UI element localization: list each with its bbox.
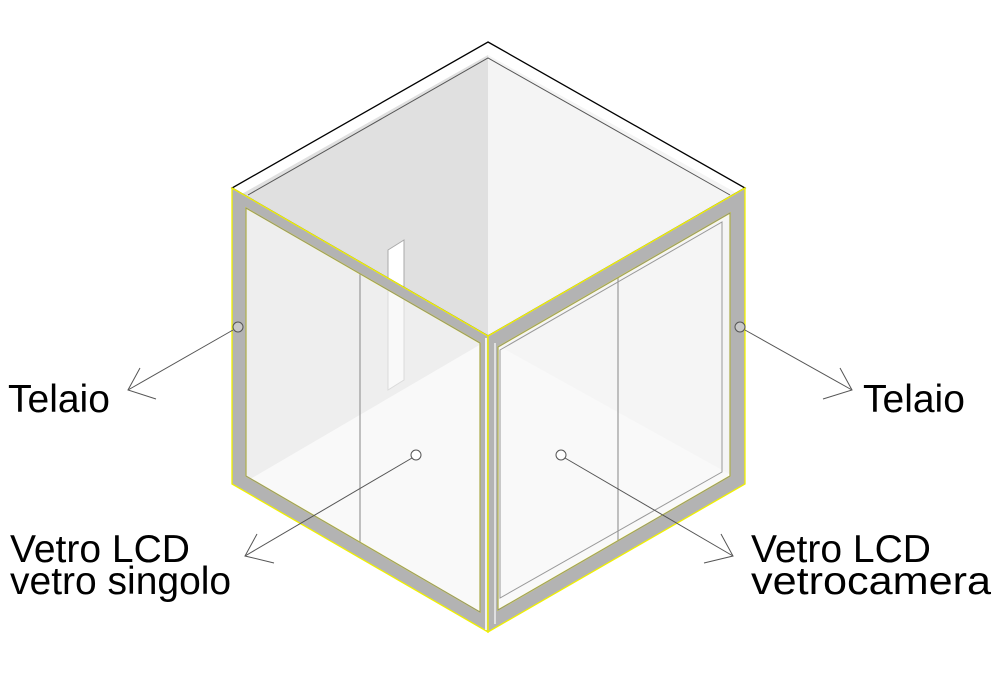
- frame-right-label: Telaio: [863, 378, 965, 421]
- glass-right-leader: [564, 457, 734, 557]
- frame-left-arrow: [127, 367, 157, 400]
- frame-left-label: Telaio: [8, 378, 110, 421]
- frame-right-arrow: [822, 367, 853, 400]
- glass-left-marker: [410, 449, 422, 461]
- frame-right-marker: [734, 321, 746, 333]
- glass-left-label-line1: Vetro LCD: [10, 528, 190, 571]
- left-frame-inner-edge: [245, 207, 481, 613]
- glass-right-arrow: [703, 533, 734, 564]
- glass-right-marker: [555, 449, 567, 461]
- glass-right-label-line2: vetrocamera: [751, 560, 991, 603]
- glass-right-label-line1: Vetro LCD: [751, 528, 931, 571]
- right-glass-inner-outline: [499, 221, 723, 599]
- top-inner-outline: [247, 57, 731, 196]
- glass-left-leader: [244, 457, 413, 557]
- right-frame-inner-edge: [497, 212, 731, 611]
- glass-left-arrow: [244, 533, 275, 564]
- glass-left-label-line2: vetro singolo: [10, 560, 231, 603]
- frame-right-leader: [744, 329, 853, 391]
- frame-left-marker: [232, 321, 244, 333]
- frame-left-leader: [127, 329, 234, 391]
